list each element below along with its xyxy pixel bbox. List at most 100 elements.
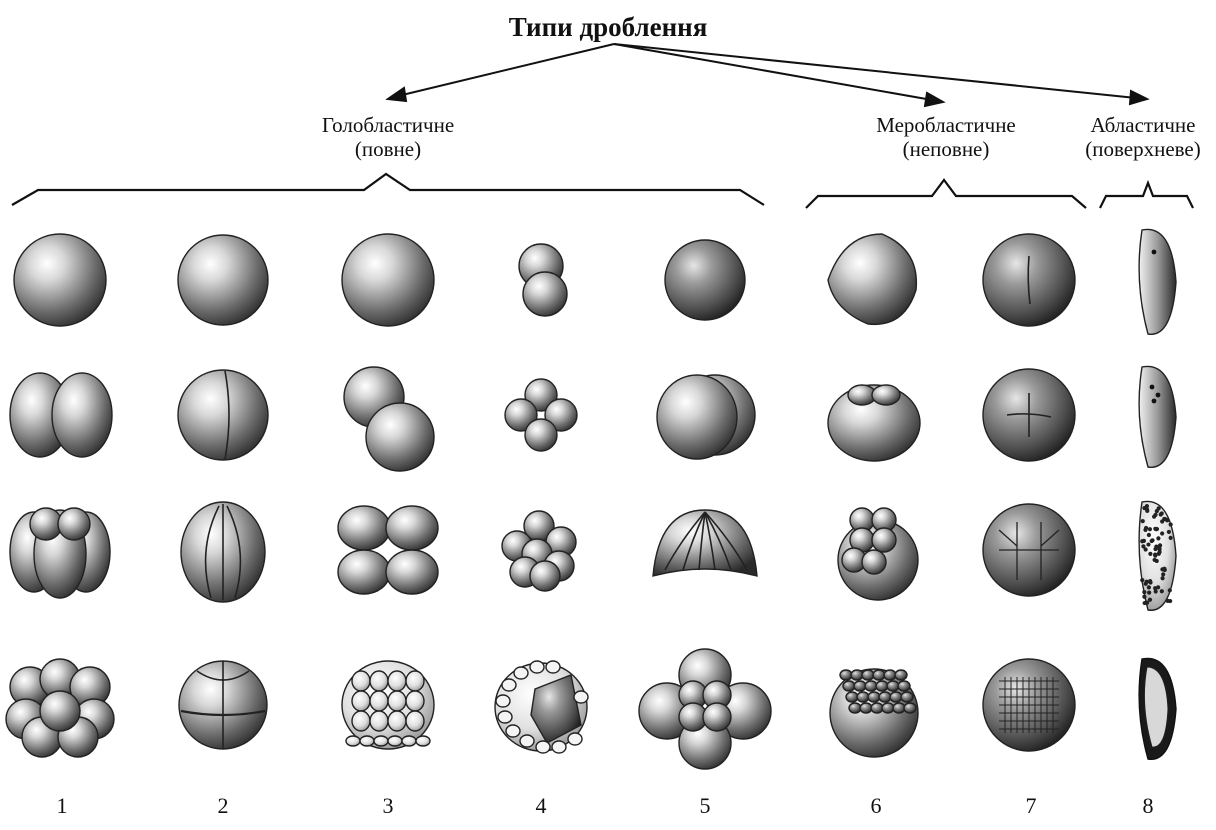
embryo-grid xyxy=(6,229,1176,769)
blastomere xyxy=(338,506,390,550)
embryo-col4-stage1 xyxy=(519,244,567,316)
embryo-col8-stage3 xyxy=(1139,501,1176,610)
nucleus xyxy=(1162,567,1166,571)
blastomere xyxy=(851,670,863,680)
nucleus xyxy=(1156,585,1160,589)
blastomere xyxy=(346,736,360,746)
embryo-col5-stage2 xyxy=(657,375,755,459)
nucleus xyxy=(1148,579,1152,583)
blastomere xyxy=(370,671,388,691)
blastomere xyxy=(338,550,390,594)
blastomere xyxy=(546,661,560,673)
embryo-col2-stage3 xyxy=(181,502,265,602)
group-label-ablastic-line2: (поверхневе) xyxy=(1070,137,1216,161)
nucleus xyxy=(1158,543,1162,547)
blastomere xyxy=(374,736,388,746)
blastomere xyxy=(402,736,416,746)
blastomere xyxy=(568,733,582,745)
diagram-title: Типи дроблення xyxy=(408,12,808,43)
group-label-ablastic-line1: Абластичне xyxy=(1070,113,1216,137)
embryo-col5-stage3 xyxy=(653,510,757,576)
blastomere xyxy=(523,272,567,316)
nucleus xyxy=(1147,585,1151,589)
blastomere xyxy=(514,667,528,679)
embryo-col3-stage2 xyxy=(344,367,434,471)
egg xyxy=(1139,366,1176,467)
blastomere xyxy=(530,561,560,591)
nucleus xyxy=(1148,598,1152,602)
group-label-meroblastic-line1: Меробластичне xyxy=(826,113,1066,137)
nucleus xyxy=(1142,595,1146,599)
nucleus xyxy=(1141,519,1145,523)
blastomere xyxy=(178,235,268,325)
group-label-meroblastic: Меробластичне (неповне) xyxy=(826,113,1066,161)
blastomere xyxy=(840,670,852,680)
nucleus xyxy=(1152,399,1157,404)
arrowhead-ablastic xyxy=(1130,91,1147,104)
blastomere xyxy=(352,691,370,711)
blastomere xyxy=(520,735,534,747)
nucleus xyxy=(1147,591,1151,595)
blastomere xyxy=(525,419,557,451)
blastomere xyxy=(366,403,434,471)
blastomere xyxy=(876,681,888,691)
embryo-col3-stage3 xyxy=(338,506,438,594)
blastomere xyxy=(882,703,894,713)
embryo-col3-stage4 xyxy=(342,661,434,749)
column-number-3: 3 xyxy=(368,793,408,818)
embryo-col6-stage1 xyxy=(828,234,916,324)
blastomere xyxy=(388,711,406,731)
blastomere xyxy=(873,670,885,680)
nucleus xyxy=(1152,558,1156,562)
blastomere xyxy=(388,736,402,746)
nucleus xyxy=(1154,527,1158,531)
blastomere xyxy=(846,692,858,702)
arrowhead-holoblastic xyxy=(388,88,406,101)
blastomere xyxy=(665,240,745,320)
nucleus xyxy=(1146,542,1150,546)
nucleus xyxy=(1156,536,1160,540)
nucleus xyxy=(1160,589,1164,593)
brace-holoblastic xyxy=(12,174,764,205)
nucleus xyxy=(1156,393,1161,398)
blastomere xyxy=(574,691,588,703)
nucleus xyxy=(1147,533,1151,537)
nucleus xyxy=(1143,601,1147,605)
nucleus xyxy=(1169,522,1173,526)
embryo-col4-stage4 xyxy=(495,661,588,753)
blastomere xyxy=(360,736,374,746)
embryo-col5-stage4 xyxy=(639,649,771,769)
blastomere xyxy=(653,510,757,576)
group-label-meroblastic-line2: (неповне) xyxy=(826,137,1066,161)
embryo-col1-stage1 xyxy=(14,234,106,326)
blastomere xyxy=(860,703,872,713)
arrowhead-meroblastic xyxy=(925,93,943,106)
blastomere xyxy=(872,528,896,552)
embryo-col2-stage4 xyxy=(179,661,267,749)
nucleus xyxy=(1159,512,1163,516)
nucleus xyxy=(1161,572,1165,576)
nucleus xyxy=(1154,589,1158,593)
blastomere xyxy=(14,234,106,326)
brace-ablastic xyxy=(1100,183,1193,208)
embryo-col3-stage1 xyxy=(342,234,434,326)
nucleus xyxy=(1169,536,1173,540)
group-label-holoblastic: Голобластичне (повне) xyxy=(268,113,508,161)
embryo-col7-stage2 xyxy=(983,369,1075,461)
blastomere xyxy=(416,736,430,746)
nucleus xyxy=(1168,588,1172,592)
column-number-5: 5 xyxy=(685,793,725,818)
blastomere xyxy=(506,725,520,737)
nucleus xyxy=(1140,578,1144,582)
nucleus xyxy=(1150,539,1154,543)
blastomere xyxy=(388,691,406,711)
nucleus xyxy=(1148,552,1152,556)
nucleus xyxy=(1141,544,1145,548)
nucleus xyxy=(1152,250,1157,255)
embryo-col5-stage1 xyxy=(665,240,745,320)
brace-meroblastic xyxy=(806,180,1086,208)
nucleus xyxy=(1166,599,1170,603)
column-number-8: 8 xyxy=(1128,793,1168,818)
embryo-col6-stage2 xyxy=(828,385,920,461)
